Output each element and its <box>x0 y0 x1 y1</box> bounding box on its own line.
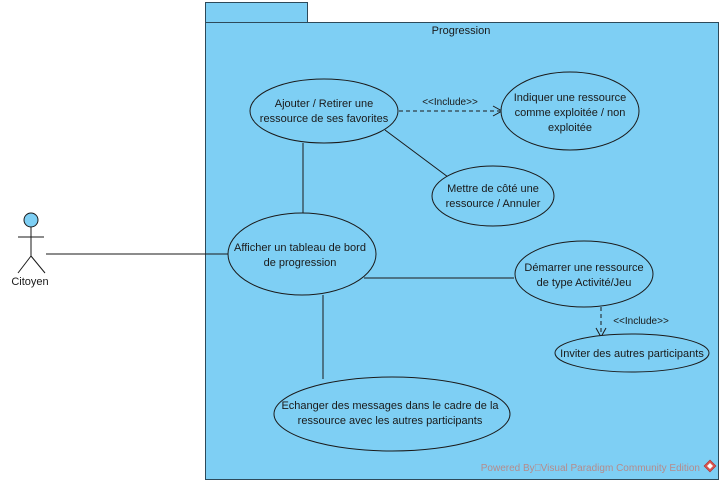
use-case-inviter-line-1: Inviter des autres participants <box>560 348 704 360</box>
use-case-inviter[interactable]: Inviter des autres participants <box>554 333 710 373</box>
package-title: Progression <box>432 25 491 37</box>
actor-citoyen[interactable]: Citoyen <box>11 212 49 288</box>
use-case-echanger-shape <box>273 376 511 452</box>
actor-name: Citoyen <box>11 276 48 288</box>
use-case-demarrer-shape <box>514 240 654 308</box>
use-case-demarrer-line-1: Démarrer une ressource <box>524 262 643 274</box>
ajouter-mettre-line <box>384 129 449 178</box>
use-case-afficher-line-1: Afficher un tableau de bord <box>234 242 366 254</box>
include-label-1: <<Include>> <box>422 97 478 108</box>
use-case-ajouter-line-2: ressource de ses favorites <box>260 113 389 125</box>
use-case-afficher-shape <box>227 212 377 296</box>
actor-left-leg <box>17 255 32 274</box>
use-case-mettre-shape <box>431 165 555 227</box>
include-label-2: <<Include>> <box>613 316 669 327</box>
use-case-afficher[interactable]: Afficher un tableau de bord de progressi… <box>227 212 377 296</box>
use-case-mettre-line-1: Mettre de côté une <box>447 183 539 195</box>
use-case-indiquer-line-1: Indiquer une ressource <box>514 92 627 104</box>
actor-head <box>23 212 39 228</box>
use-case-indiquer-shape <box>500 71 640 151</box>
use-case-echanger-line-1: Echanger des messages dans le cadre de l… <box>281 400 499 412</box>
use-case-mettre-line-2: ressource / Annuler <box>446 198 541 210</box>
use-case-ajouter[interactable]: Ajouter / Retirer une ressource de ses f… <box>249 78 399 144</box>
visual-paradigm-logo-icon <box>703 459 717 473</box>
use-case-inviter-shape <box>554 333 710 373</box>
use-case-echanger-line-2: ressource avec les autres participants <box>298 415 483 427</box>
use-case-indiquer-line-2: comme exploitée / non <box>515 107 626 119</box>
watermark-text: Powered By⎕Visual Paradigm Community Edi… <box>481 463 700 474</box>
use-case-echanger[interactable]: Echanger des messages dans le cadre de l… <box>273 376 511 452</box>
package-tab <box>205 2 308 23</box>
use-case-ajouter-line-1: Ajouter / Retirer une <box>275 98 373 110</box>
use-case-demarrer[interactable]: Démarrer une ressource de type Activité/… <box>514 240 654 308</box>
actor-right-leg <box>30 255 46 274</box>
use-case-demarrer-line-2: de type Activité/Jeu <box>537 277 632 289</box>
use-case-indiquer-line-3: exploitée <box>548 122 592 134</box>
use-case-indiquer[interactable]: Indiquer une ressource comme exploitée /… <box>500 71 640 151</box>
use-case-ajouter-shape <box>249 78 399 144</box>
use-case-mettre[interactable]: Mettre de côté une ressource / Annuler <box>431 165 555 227</box>
use-case-afficher-line-2: de progression <box>264 257 337 269</box>
